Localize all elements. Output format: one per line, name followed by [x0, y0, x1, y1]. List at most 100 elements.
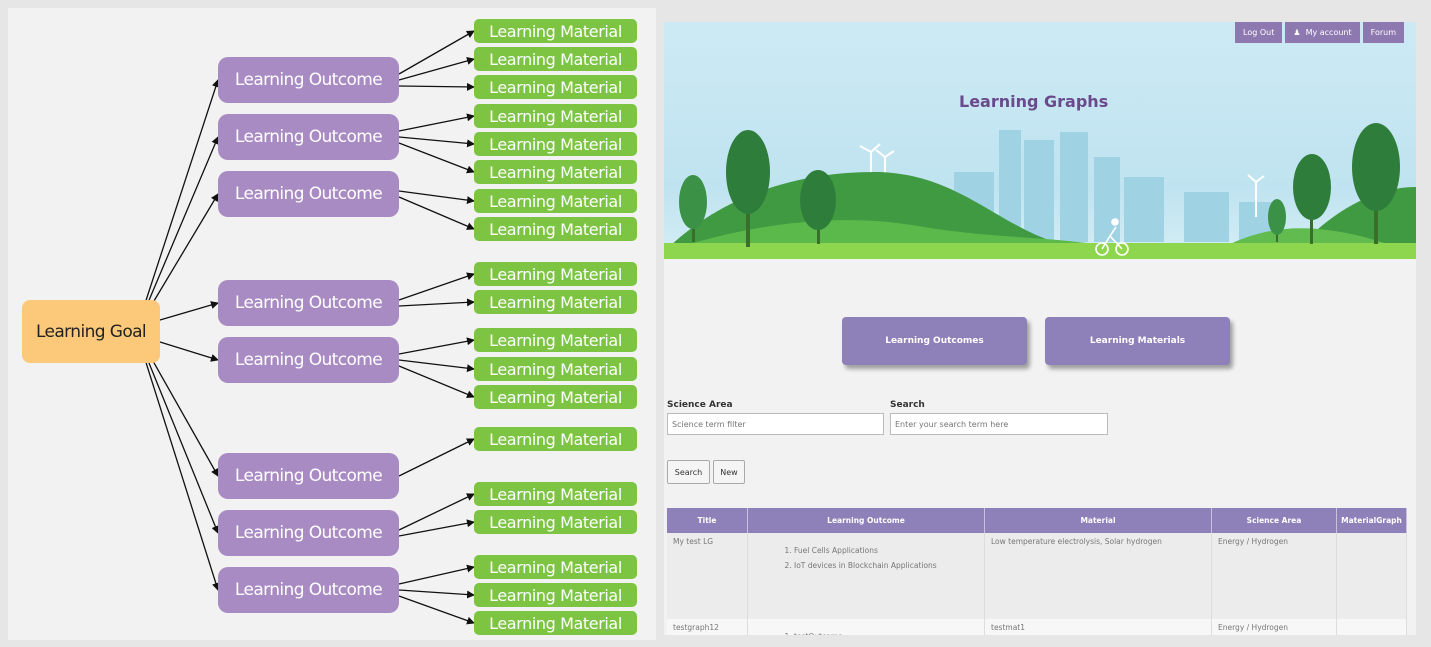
table-header-row: Title Learning Outcome Material Science … — [667, 508, 1407, 533]
outcome-list-item: IoT devices in Blockchain Applications — [794, 560, 978, 572]
page-title: Learning Graphs — [959, 92, 1109, 111]
connector-arrow — [398, 272, 475, 301]
connector-arrow — [398, 57, 475, 81]
learning-material-label: Learning Material — [489, 106, 622, 126]
search-label: Search — [890, 400, 925, 410]
connector-arrow — [135, 330, 220, 534]
learning-material-node: Learning Material — [474, 47, 637, 71]
learning-outcome-node: Learning Outcome — [218, 171, 399, 217]
connector-arrow — [398, 136, 475, 148]
header-banner: Log Out ♟ My account Forum Learning Grap… — [664, 22, 1416, 259]
learning-material-node: Learning Material — [474, 290, 637, 314]
learning-materials-button[interactable]: Learning Materials — [1045, 317, 1230, 365]
forum-button[interactable]: Forum — [1362, 22, 1404, 43]
learning-material-node: Learning Material — [474, 217, 637, 241]
connector-arrow — [398, 30, 475, 75]
learning-goal-label: Learning Goal — [35, 321, 147, 342]
cell-title: My test LG — [667, 533, 748, 619]
learning-goal-node: Learning Goal — [22, 300, 160, 363]
learning-material-label: Learning Material — [489, 77, 622, 97]
learning-outcomes-button[interactable]: Learning Outcomes — [842, 317, 1027, 365]
learning-material-node: Learning Material — [474, 482, 637, 506]
cell-title: testgraph12 — [667, 619, 748, 635]
learning-outcome-label: Learning Outcome — [234, 127, 383, 147]
learning-material-node: Learning Material — [474, 328, 637, 352]
learning-material-node: Learning Material — [474, 583, 637, 607]
learning-material-node: Learning Material — [474, 510, 637, 534]
learning-outcome-label: Learning Outcome — [234, 293, 383, 313]
learning-material-node: Learning Material — [474, 104, 637, 128]
learning-material-node: Learning Material — [474, 19, 637, 43]
learning-material-node: Learning Material — [474, 160, 637, 184]
connector-arrow — [159, 341, 219, 362]
connector-arrow — [398, 337, 475, 355]
learning-material-node: Learning Material — [474, 75, 637, 99]
connector-arrow — [398, 519, 475, 537]
table-row[interactable]: testgraph12 testOutcome testmat1 Energy … — [667, 619, 1407, 635]
learning-material-label: Learning Material — [489, 219, 622, 239]
column-header-material[interactable]: Material — [984, 508, 1212, 533]
connector-arrow — [135, 136, 219, 332]
outcome-list-item: Fuel Cells Applications — [794, 545, 978, 557]
learning-outcome-label: Learning Outcome — [234, 184, 383, 204]
cell-material: testmat1 — [984, 619, 1212, 635]
science-area-input[interactable] — [667, 413, 884, 435]
learning-material-label: Learning Material — [489, 585, 622, 605]
cell-science-area: Energy / Hydrogen — [1211, 619, 1337, 635]
learning-outcome-label: Learning Outcome — [234, 350, 383, 370]
learning-material-label: Learning Material — [489, 134, 622, 154]
learning-outcome-label: Learning Outcome — [234, 523, 383, 543]
cell-learning-outcome: Fuel Cells Applications IoT devices in B… — [747, 533, 985, 619]
connector-arrow — [398, 190, 475, 205]
cell-learning-outcome: testOutcome — [747, 619, 985, 635]
learning-outcome-node: Learning Outcome — [218, 510, 399, 556]
learning-material-node: Learning Material — [474, 262, 637, 286]
learning-material-label: Learning Material — [489, 359, 622, 379]
my-account-button[interactable]: ♟ My account — [1285, 22, 1360, 43]
learning-graphs-page: Log Out ♟ My account Forum Learning Grap… — [664, 22, 1416, 635]
learning-outcome-label: Learning Outcome — [234, 70, 383, 90]
learning-material-label: Learning Material — [489, 613, 622, 633]
learning-outcome-label: Learning Outcome — [234, 580, 383, 600]
connector-arrow — [135, 79, 220, 332]
learning-outcome-node: Learning Outcome — [218, 337, 399, 383]
column-header-learning-outcome[interactable]: Learning Outcome — [747, 508, 985, 533]
search-button[interactable]: Search — [667, 460, 710, 484]
learning-material-label: Learning Material — [489, 21, 622, 41]
learning-material-node: Learning Material — [474, 385, 637, 409]
learning-material-label: Learning Material — [489, 557, 622, 577]
connector-arrow — [398, 438, 475, 477]
table-row[interactable]: My test LG Fuel Cells Applications IoT d… — [667, 533, 1407, 619]
connector-arrow — [398, 196, 475, 230]
connector-arrow — [398, 365, 475, 399]
column-header-science-area[interactable]: Science Area — [1211, 508, 1337, 533]
connector-arrow — [398, 298, 475, 307]
learning-outcome-node: Learning Outcome — [218, 114, 399, 160]
connector-arrow — [398, 595, 475, 625]
learning-outcome-node: Learning Outcome — [218, 57, 399, 103]
city-landscape-illustration — [664, 123, 1416, 259]
learning-outcome-node: Learning Outcome — [218, 453, 399, 499]
column-header-title[interactable]: Title — [667, 508, 748, 533]
connector-arrow — [398, 589, 475, 599]
learning-material-label: Learning Material — [489, 387, 622, 407]
new-button[interactable]: New — [713, 460, 745, 484]
outcome-list-item: testOutcome — [794, 631, 978, 635]
top-navigation: Log Out ♟ My account Forum — [1235, 22, 1404, 43]
user-icon: ♟ — [1293, 28, 1301, 37]
logout-button[interactable]: Log Out — [1235, 22, 1283, 43]
learning-material-label: Learning Material — [489, 429, 622, 449]
science-area-label: Science Area — [667, 400, 733, 410]
cell-science-area: Energy / Hydrogen — [1211, 533, 1337, 619]
learning-material-node: Learning Material — [474, 189, 637, 213]
search-input[interactable] — [890, 413, 1108, 435]
connector-arrow — [398, 113, 475, 132]
learning-outcome-node: Learning Outcome — [218, 567, 399, 613]
connector-arrow — [398, 142, 475, 174]
learning-material-label: Learning Material — [489, 292, 622, 312]
learning-material-node: Learning Material — [474, 427, 637, 451]
column-header-material-graph[interactable]: MaterialGraph — [1336, 508, 1407, 533]
connector-arrow — [398, 82, 475, 91]
connector-arrow — [398, 564, 475, 585]
